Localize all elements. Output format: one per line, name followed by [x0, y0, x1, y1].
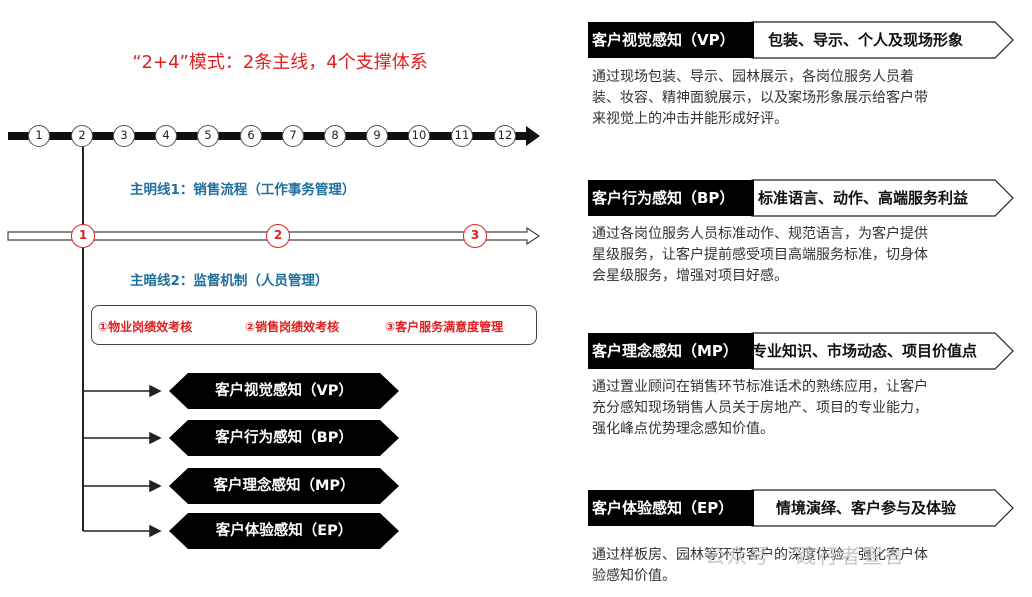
panel-mp-line-1: 通过置业顾问在销售环节标准话术的熟练应用，让客户: [592, 379, 928, 395]
timeline-node-12: 12: [494, 125, 516, 147]
panel-ep-line-2: 验感知价值。: [592, 568, 676, 584]
panel-mp-title: 客户理念感知（MP）: [588, 333, 754, 369]
watermark: 公众号 · 践行者宣言: [705, 544, 907, 568]
timeline-node-3: 3: [113, 125, 135, 147]
panel-ep-line-1: 通过样板房、园林等环节客户的深度体验，强化客户体: [592, 547, 928, 563]
panel-mp-subtitle: 专业知识、市场动态、项目价值点: [752, 342, 978, 360]
panel-mp-line-2: 充分感知现场销售人员关于房地产、项目的专业能力，: [592, 400, 928, 416]
branch-label-mp: 客户理念感知（MP）: [213, 478, 355, 494]
timeline-node-10: 10: [408, 125, 430, 147]
timeline-node-8: 8: [324, 125, 346, 147]
assessment-box: ①物业岗绩效考核 ②销售岗绩效考核 ③客户服务满意度管理: [91, 305, 537, 345]
assessment-item-2: ②销售岗绩效考核: [245, 320, 340, 334]
panel-bp-line-3: 会星级服务，增强对项目好感。: [592, 268, 788, 284]
panel-bp-desc: 通过各岗位服务人员标准动作、规范语言，为客户提供 星级服务，让客户提前感受项目高…: [592, 224, 992, 287]
branch-hex-bp: [169, 420, 399, 456]
timeline-node-4: 4: [155, 125, 177, 147]
panel-bp-line-2: 星级服务，让客户提前感受项目高端服务标准，切身体: [592, 247, 928, 263]
branch-label-ep: 客户体验感知（EP）: [215, 523, 353, 539]
panel-vp-line-3: 来视觉上的冲击并能形成好评。: [592, 111, 788, 127]
diagram-title: “2+4”模式：2条主线，4个支撑体系: [132, 52, 428, 73]
timeline-node-9: 9: [366, 125, 388, 147]
branch-label-vp: 客户视觉感知（VP）: [215, 383, 353, 399]
panel-vp-desc: 通过现场包装、导示、园林展示，各岗位服务人员着 装、妆容、精神面貌展示，以及案场…: [592, 67, 992, 130]
panel-bp-line-1: 通过各岗位服务人员标准动作、规范语言，为客户提供: [592, 226, 928, 242]
assessment-item-1: ①物业岗绩效考核: [98, 320, 193, 334]
panel-ep-desc: 通过样板房、园林等环节客户的深度体验，强化客户体 验感知价值。: [592, 545, 992, 587]
timeline-node-11: 11: [451, 125, 473, 147]
branch-hex-vp: [169, 373, 399, 409]
panel-ep-subtitle: 情境演绎、客户参与及体验: [776, 499, 957, 517]
panel-vp-subtitle: 包装、导示、个人及现场形象: [768, 31, 964, 49]
branch-label-bp: 客户行为感知（BP）: [215, 430, 353, 446]
panel-vp-line-2: 装、妆容、精神面貌展示，以及案场形象展示给客户带: [592, 90, 928, 106]
timeline-node-7: 7: [282, 125, 304, 147]
main-line-2-label: 主暗线2：监督机制（人员管理）: [130, 273, 329, 289]
red-point-2: 2: [266, 224, 290, 248]
assessment-item-3: ③客户服务满意度管理: [385, 320, 504, 334]
branch-hex-mp: [169, 468, 399, 504]
panel-mp-desc: 通过置业顾问在销售环节标准话术的熟练应用，让客户 充分感知现场销售人员关于房地产…: [592, 377, 992, 440]
panel-bp-title: 客户行为感知（BP）: [588, 180, 754, 216]
red-point-3: 3: [463, 224, 487, 248]
panel-mp-line-3: 强化峰点优势理念感知价值。: [592, 421, 774, 437]
timeline-node-1: 1: [28, 125, 50, 147]
panel-vp-line-1: 通过现场包装、导示、园林展示，各岗位服务人员着: [592, 69, 914, 85]
panel-bp-subtitle: 标准语言、动作、高端服务利益: [758, 189, 969, 207]
timeline-node-2: 2: [71, 125, 93, 147]
panel-vp-title: 客户视觉感知（VP）: [588, 22, 754, 58]
timeline-node-5: 5: [197, 125, 219, 147]
branch-hex-ep: [169, 513, 399, 549]
panel-ep-title: 客户体验感知（EP）: [588, 490, 754, 526]
red-point-1: 1: [71, 224, 95, 248]
timeline-node-6: 6: [240, 125, 262, 147]
main-line-1-label: 主明线1：销售流程（工作事务管理）: [130, 182, 356, 198]
timeline-arrowhead: [526, 126, 540, 146]
